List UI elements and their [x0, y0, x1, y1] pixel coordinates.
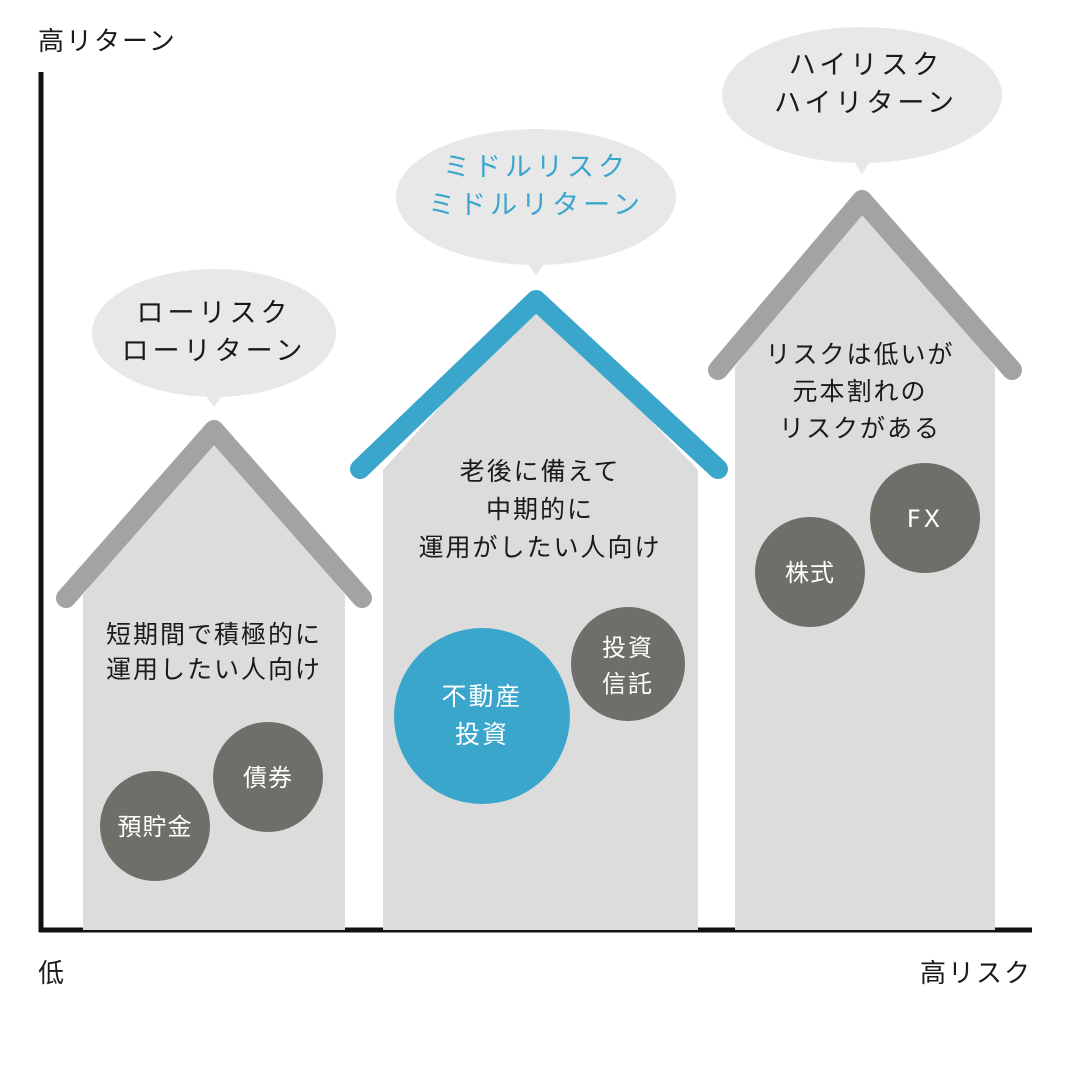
- house-low: ローリスク ローリターン 短期間で積極的に 運用したい人向け 預貯金 債券: [56, 269, 372, 930]
- bubble-middle: ミドルリスク ミドルリターン: [396, 129, 676, 276]
- bubble-text-line: ミドルリスク: [443, 152, 629, 183]
- bubble-text-line: ミドルリターン: [428, 190, 644, 221]
- item-circle: [213, 722, 323, 832]
- item-label: 預貯金: [118, 813, 193, 841]
- house-description-line: 老後に備えて: [460, 457, 621, 486]
- origin-label: 低: [38, 959, 64, 989]
- item-fx: FX: [870, 463, 980, 573]
- item-label: FX: [907, 505, 943, 533]
- house-high: ハイリスク ハイリターン リスクは低いが 元本割れの リスクがある 株式 FX: [708, 27, 1022, 930]
- item-circle: [755, 517, 865, 627]
- house-roof: [350, 290, 728, 479]
- house-gable: [83, 430, 345, 595]
- house-description-line: リスクがある: [779, 414, 941, 443]
- house-description-line: 運用がしたい人向け: [418, 533, 661, 562]
- house-description-line: 元本割れの: [792, 377, 927, 406]
- item-bond: 債券: [213, 722, 323, 832]
- speech-bubble: [92, 269, 336, 397]
- house-middle: ミドルリスク ミドルリターン 老後に備えて 中期的に 運用がしたい人向け 不動産…: [350, 129, 728, 930]
- item-label: 信託: [602, 670, 654, 698]
- item-real-estate: 不動産 投資: [394, 628, 570, 804]
- house-body: [735, 367, 995, 930]
- house-description-line: 短期間で積極的に: [106, 620, 322, 649]
- speech-bubble-tail: [527, 262, 545, 276]
- item-label: 株式: [785, 559, 835, 587]
- item-investment-trust: 投資 信託: [571, 607, 685, 721]
- house-roof: [708, 190, 1022, 380]
- bubble-low: ローリスク ローリターン: [92, 269, 336, 407]
- bubble-text-line: ハイリスク: [789, 50, 943, 81]
- speech-bubble-tail: [853, 160, 871, 174]
- house-description-line: 運用したい人向け: [106, 655, 322, 684]
- house-description-line: リスクは低いが: [765, 340, 954, 369]
- bubble-text-line: ローリターン: [122, 336, 307, 367]
- item-label: 投資: [455, 720, 509, 749]
- y-axis-top-label: 高リターン: [38, 27, 177, 57]
- item-label: 不動産: [441, 682, 522, 711]
- item-circle: [571, 607, 685, 721]
- house-gable: [383, 300, 698, 470]
- house-gable: [735, 200, 995, 367]
- house-description-line: 中期的に: [486, 495, 594, 524]
- x-axis-right-label: 高リスク: [920, 959, 1032, 989]
- item-stocks: 株式: [755, 517, 865, 627]
- item-circle: [100, 771, 210, 881]
- speech-bubble: [396, 129, 676, 265]
- speech-bubble-tail: [205, 395, 223, 407]
- bubble-high: ハイリスク ハイリターン: [722, 27, 1002, 174]
- item-label: 債券: [243, 764, 293, 792]
- bubble-text-line: ハイリターン: [774, 88, 958, 119]
- item-label: 投資: [602, 634, 654, 662]
- item-circle: [394, 628, 570, 804]
- item-deposit: 預貯金: [100, 771, 210, 881]
- item-circle: [870, 463, 980, 573]
- speech-bubble: [722, 27, 1002, 163]
- bubble-text-line: ローリスク: [137, 298, 292, 329]
- house-roof: [56, 420, 372, 608]
